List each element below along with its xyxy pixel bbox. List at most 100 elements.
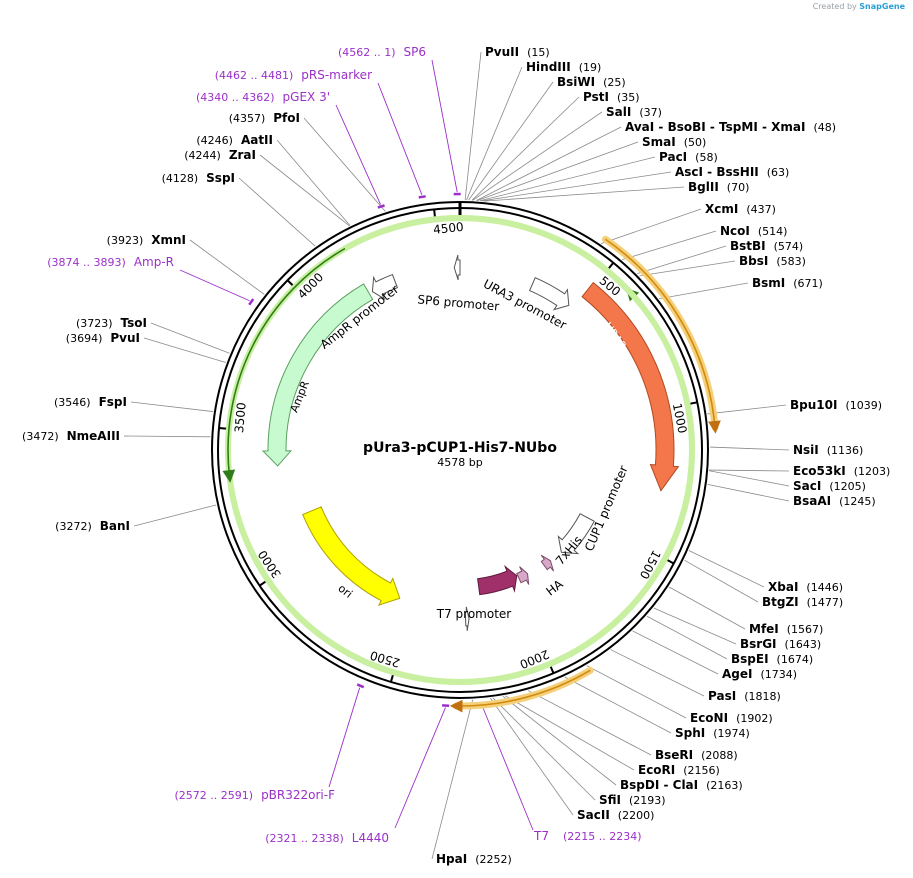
site-position: (15) [527, 46, 550, 59]
site-label[interactable]: BsrGI(1643) [740, 637, 821, 651]
label-ori: ori [336, 582, 355, 601]
primer-label[interactable]: (3874 .. 3893)Amp-R [47, 255, 174, 269]
tick-label: 1000 [670, 402, 690, 435]
site-label[interactable]: SacII(2200) [577, 808, 654, 822]
site-label[interactable]: BsiWI(25) [557, 75, 626, 89]
site-label[interactable]: HindIII(19) [526, 60, 601, 74]
site-label[interactable]: BseRI(2088) [655, 748, 738, 762]
site-leader [709, 446, 790, 451]
primer-label[interactable]: (2572 .. 2591)pBR322ori-F [175, 788, 336, 802]
feature-ori[interactable] [302, 506, 401, 606]
site-label[interactable]: Bpu10I(1039) [790, 398, 882, 412]
site-label[interactable]: NsiI(1136) [793, 443, 863, 457]
feature-ura3[interactable] [581, 281, 680, 492]
site-label[interactable]: AscI - BssHII(63) [675, 165, 789, 179]
primer-leader-lines [179, 59, 534, 831]
primer-leader [335, 104, 381, 205]
site-position: (1446) [806, 581, 843, 594]
site-label[interactable]: (4357)PfoI [229, 111, 300, 125]
site-label[interactable]: MfeI(1567) [749, 622, 823, 636]
site-position: (1136) [827, 444, 864, 457]
site-label[interactable]: BspDI - ClaI(2163) [620, 778, 743, 792]
site-label[interactable]: (4128)SspI [162, 171, 235, 185]
feature-t7-promoter[interactable] [464, 606, 470, 631]
site-label[interactable]: BspEI(1674) [731, 652, 813, 666]
site-label[interactable]: AvaI - BsoBI - TspMI - XmaI(48) [625, 120, 836, 134]
orf-ampr-line [222, 247, 346, 483]
site-label[interactable]: PacI(58) [659, 150, 718, 164]
primer-label[interactable]: T7(2215 .. 2234) [533, 829, 642, 843]
site-label[interactable]: SmaI(50) [642, 135, 706, 149]
site-label[interactable]: HpaI(2252) [436, 852, 512, 866]
site-label[interactable]: PvuII(15) [485, 45, 550, 59]
site-label[interactable]: BbsI(583) [739, 254, 806, 268]
site-leader [610, 649, 705, 697]
site-label[interactable]: BsaAI(1245) [793, 494, 876, 508]
feature-7xhis[interactable] [540, 554, 554, 572]
site-label[interactable]: Eco53kI(1203) [793, 464, 890, 478]
site-name: BsiWI [557, 75, 595, 89]
primer-range: (2572 .. 2591) [175, 789, 254, 802]
site-label[interactable]: (3546)FspI [54, 395, 127, 409]
site-name: MfeI [749, 622, 779, 636]
feature-frb[interactable] [477, 565, 518, 596]
site-label[interactable]: (3723)TsoI [76, 316, 147, 330]
site-label[interactable]: (4244)ZraI [184, 148, 256, 162]
site-label[interactable]: PstI(35) [583, 90, 640, 104]
site-leader [688, 550, 765, 588]
site-label[interactable]: (3472)NmeAIII [22, 429, 120, 443]
site-label[interactable]: BglII(70) [688, 180, 749, 194]
label-t7-promoter: T7 promoter [436, 607, 512, 621]
site-label[interactable]: SfiI(2193) [599, 793, 666, 807]
site-label[interactable]: SphI(1974) [675, 726, 750, 740]
site-label[interactable]: BstBI(574) [730, 239, 803, 253]
site-label[interactable]: BtgZI(1477) [762, 595, 843, 609]
site-label[interactable]: PasI(1818) [708, 689, 781, 703]
feature-ampr[interactable] [261, 283, 374, 467]
primer-label[interactable]: (2321 .. 2338)L4440 [265, 831, 389, 845]
feature-sp6-promoter[interactable] [453, 254, 461, 281]
site-name: AvaI - BsoBI - TspMI - XmaI [625, 120, 805, 134]
site-label[interactable]: SalI (37) [606, 105, 662, 119]
site-name: AgeI [722, 667, 752, 681]
site-label[interactable]: (3694)PvuI [66, 331, 140, 345]
site-label[interactable]: AgeI(1734) [722, 667, 797, 681]
site-label[interactable]: BsmI(671) [752, 276, 823, 290]
site-position: (514) [758, 225, 788, 238]
site-label[interactable]: (3923)XmnI [107, 233, 186, 247]
feature-cup1-promoter[interactable] [557, 513, 595, 555]
plasmid-length: 4578 bp [437, 456, 482, 469]
site-position: (3472) [22, 430, 59, 443]
site-label[interactable]: EcoRI(2156) [638, 763, 720, 777]
site-leader [653, 607, 737, 645]
site-position: (3694) [66, 332, 103, 345]
site-name: BtgZI [762, 595, 799, 609]
site-name: XbaI [768, 580, 798, 594]
site-name: BsrGI [740, 637, 777, 651]
site-leader [709, 469, 790, 472]
site-position: (1818) [744, 690, 781, 703]
site-leader [472, 111, 603, 201]
primer-label[interactable]: (4562 .. 1)SP6 [338, 45, 426, 59]
site-label[interactable]: (3272)BanI [55, 519, 130, 533]
site-label[interactable]: (4246)AatII [196, 133, 273, 147]
feature-ura3-promoter[interactable] [528, 277, 570, 311]
site-name: ZraI [229, 148, 256, 162]
primer-range: (3874 .. 3893) [47, 256, 126, 269]
site-position: (37) [639, 106, 662, 119]
site-label[interactable]: SacI(1205) [793, 479, 866, 493]
feature-ha[interactable] [516, 566, 530, 585]
site-label[interactable]: XcmI(437) [705, 202, 776, 216]
primer-label[interactable]: (4340 .. 4362)pGEX 3' [196, 90, 330, 104]
feature-ampr-promoter[interactable] [371, 273, 399, 301]
primer-name: T7 [533, 829, 549, 843]
primer-range: (4562 .. 1) [338, 46, 396, 59]
site-position: (2156) [683, 764, 720, 777]
site-label[interactable]: XbaI (1446) [768, 580, 843, 594]
site-label[interactable]: EcoNI(1902) [690, 711, 773, 725]
site-position: (1203) [854, 465, 891, 478]
site-label[interactable]: NcoI(514) [720, 224, 787, 238]
site-position: (671) [793, 277, 823, 290]
site-name: SalI [606, 105, 631, 119]
primer-label[interactable]: (4462 .. 4481)pRS-marker [215, 68, 372, 82]
